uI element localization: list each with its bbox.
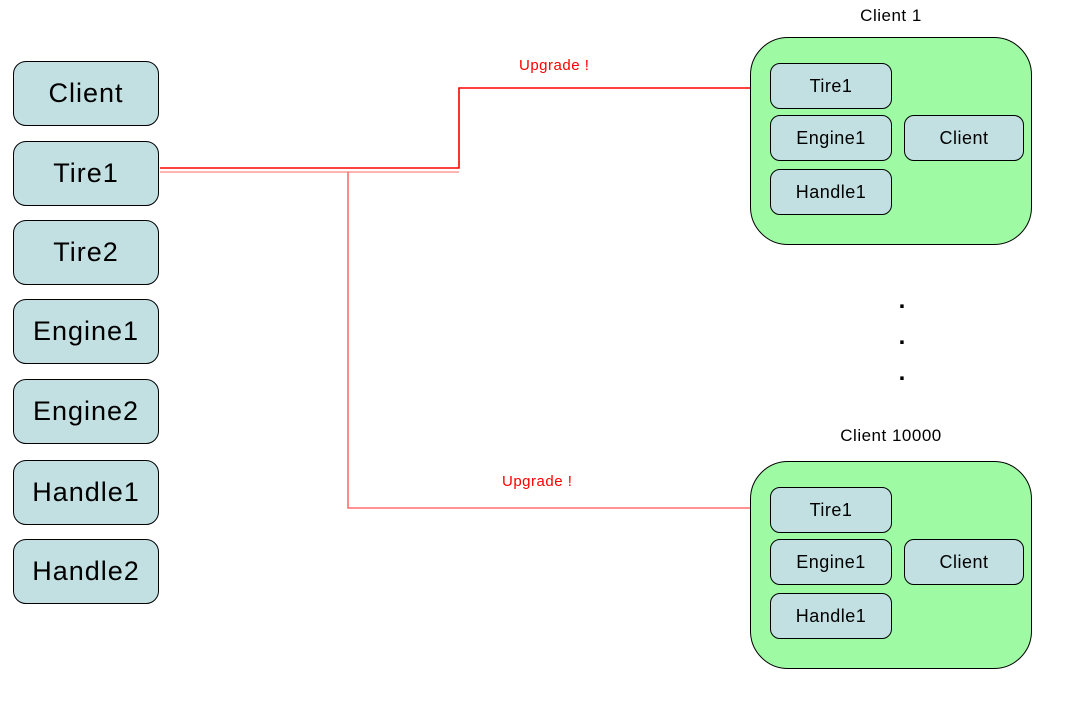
client1-engine1-box: Engine1 bbox=[770, 115, 892, 161]
client10000-container: Tire1 Engine1 Handle1 Client bbox=[750, 461, 1032, 669]
component-label: Client bbox=[939, 551, 989, 572]
client10000-title: Client 10000 bbox=[840, 426, 942, 445]
pool-item-client: Client bbox=[13, 61, 159, 126]
pool-item-label: Engine2 bbox=[32, 396, 140, 426]
client1-tire1-box: Tire1 bbox=[770, 63, 892, 109]
client10000-handle1-box: Handle1 bbox=[770, 593, 892, 639]
component-label: Client bbox=[939, 127, 989, 148]
component-label: Tire1 bbox=[809, 499, 853, 520]
pool-item-label: Tire2 bbox=[53, 237, 119, 267]
ellipsis-dot: . bbox=[898, 323, 906, 350]
arrow-to-client10000 bbox=[347, 172, 755, 509]
client1-handle1-box: Handle1 bbox=[770, 169, 892, 215]
component-label: Handle1 bbox=[795, 181, 867, 202]
ellipsis-dot: . bbox=[898, 359, 906, 386]
upgrade-label-top: Upgrade ! bbox=[519, 57, 590, 74]
pool-item-label: Handle1 bbox=[32, 477, 140, 507]
pool-item-label: Handle2 bbox=[32, 556, 140, 586]
client1-container: Tire1 Engine1 Handle1 Client bbox=[750, 37, 1032, 245]
pool-item-label: Client bbox=[48, 78, 124, 108]
component-label: Engine1 bbox=[796, 127, 866, 148]
pool-item-handle1: Handle1 bbox=[13, 460, 159, 525]
client10000-client-box: Client bbox=[904, 539, 1024, 585]
arrow-to-client1 bbox=[160, 87, 753, 169]
client1-title: Client 1 bbox=[860, 6, 922, 25]
component-label: Tire1 bbox=[809, 75, 853, 96]
client10000-engine1-box: Engine1 bbox=[770, 539, 892, 585]
pool-item-tire2: Tire2 bbox=[13, 220, 159, 285]
pool-item-engine1: Engine1 bbox=[13, 299, 159, 364]
client10000-tire1-box: Tire1 bbox=[770, 487, 892, 533]
pool-item-label: Tire1 bbox=[53, 158, 119, 188]
client1-client-box: Client bbox=[904, 115, 1024, 161]
pool-item-handle2: Handle2 bbox=[13, 539, 159, 604]
ellipsis-dot: . bbox=[898, 287, 906, 314]
component-label: Engine1 bbox=[796, 551, 866, 572]
upgrade-label-bottom: Upgrade ! bbox=[502, 473, 573, 490]
pool-item-label: Engine1 bbox=[32, 316, 140, 346]
component-label: Handle1 bbox=[795, 605, 867, 626]
pool-item-tire1: Tire1 bbox=[13, 141, 159, 206]
ellipsis-dots: . . . bbox=[894, 283, 910, 391]
pool-item-engine2: Engine2 bbox=[13, 379, 159, 444]
